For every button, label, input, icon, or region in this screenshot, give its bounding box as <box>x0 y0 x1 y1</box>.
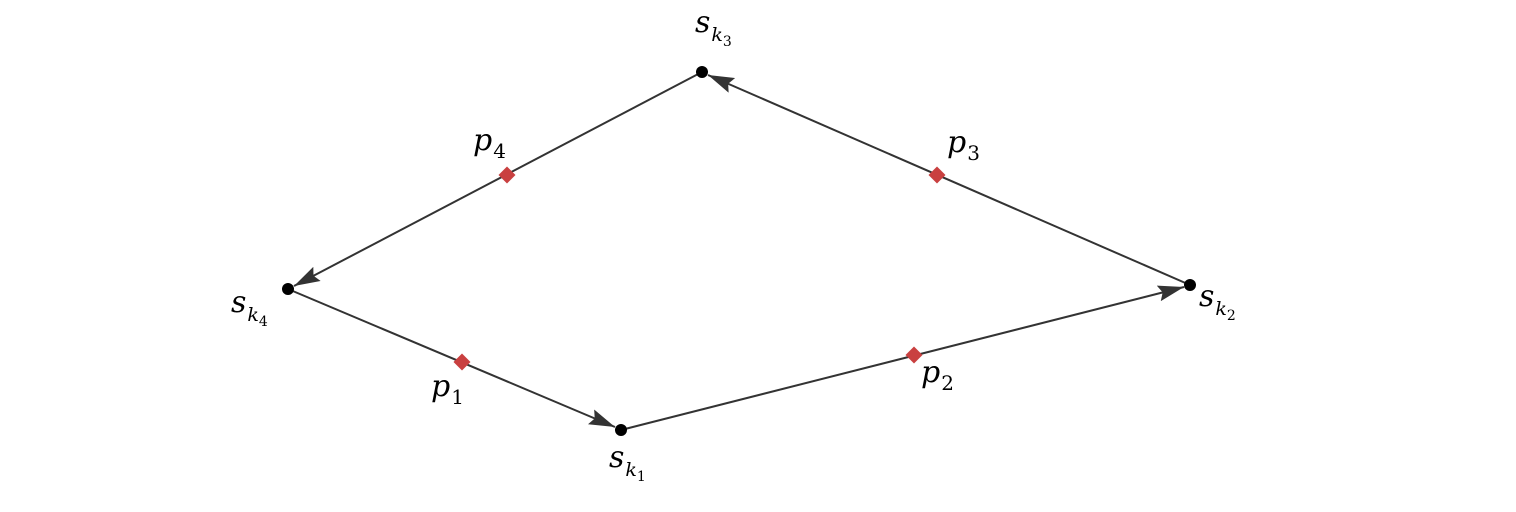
label-subsub-text: 2 <box>1226 308 1236 324</box>
node-label-s-k3: sk3 <box>695 5 732 50</box>
midpoint-label-p2: p2 <box>921 355 954 394</box>
label-base: s <box>231 285 247 320</box>
midpoint-marker-p1 <box>453 353 471 371</box>
node-s-k3 <box>696 66 708 78</box>
label-sub: 2 <box>941 371 954 395</box>
midpoint-label-p4: p4 <box>473 123 506 162</box>
label-subsub-text: 4 <box>258 314 268 330</box>
label-base: s <box>609 440 625 475</box>
label-sub: 4 <box>493 139 506 163</box>
edge-s-k3-to-s-k4 <box>293 71 703 287</box>
midpoint-marker-p4 <box>498 166 516 184</box>
label-sub: k2 <box>1215 298 1235 324</box>
label-subsub-text: 3 <box>722 34 732 50</box>
node-s-k2 <box>1184 279 1196 291</box>
label-base: p <box>921 355 941 390</box>
edge-s-k4-to-s-k1 <box>287 288 616 428</box>
node-label-s-k1: sk1 <box>609 440 646 485</box>
node-label-s-k2: sk2 <box>1199 279 1236 324</box>
edge-s-k2-to-s-k3 <box>707 74 1191 286</box>
label-sub-text: k <box>625 459 637 481</box>
node-label-s-k4: sk4 <box>231 285 268 330</box>
label-subsub-text: 1 <box>636 469 646 485</box>
midpoint-label-p1: p1 <box>431 369 464 408</box>
label-sub-text: k <box>247 304 259 326</box>
label-base: s <box>1199 279 1215 314</box>
midpoint-marker-p2 <box>905 346 923 364</box>
label-sub: 3 <box>967 141 980 165</box>
edge-s-k1-to-s-k2 <box>620 285 1185 431</box>
label-sub-text: k <box>711 24 723 46</box>
midpoint-marker-p3 <box>928 166 946 184</box>
label-base: p <box>947 125 967 160</box>
label-sub: k3 <box>711 24 731 50</box>
node-s-k4 <box>282 283 294 295</box>
node-s-k1 <box>615 424 627 436</box>
label-sub: k1 <box>625 459 645 485</box>
label-sub-text: k <box>1215 298 1227 320</box>
label-base: p <box>431 369 451 404</box>
midpoint-label-p3: p3 <box>947 125 980 164</box>
label-sub: 1 <box>451 385 464 409</box>
label-base: s <box>695 5 711 40</box>
label-sub: k4 <box>247 304 267 330</box>
label-base: p <box>473 123 493 158</box>
